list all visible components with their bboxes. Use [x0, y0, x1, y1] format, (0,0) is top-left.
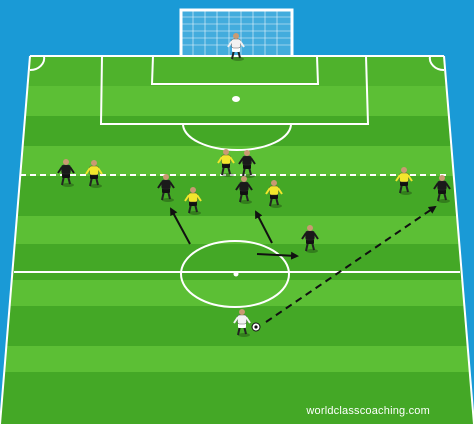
- penalty-area: [99, 55, 370, 125]
- player-dark-left-1: [57, 159, 75, 187]
- player-dark-center-2: [157, 174, 175, 202]
- pass-arrow: [265, 205, 437, 323]
- run-arrow-1: [170, 207, 191, 245]
- player-dark-center-1: [238, 150, 256, 178]
- player-white-passer: [233, 309, 251, 337]
- goal-area: [150, 55, 320, 85]
- player-yellow-center-3: [265, 180, 283, 208]
- player-dark-runner: [301, 225, 319, 253]
- movement-arrows: [170, 205, 437, 323]
- center-spot: [233, 271, 239, 277]
- player-yellow-center-1: [217, 149, 235, 177]
- credit-text: worldclasscoaching.com: [306, 405, 430, 417]
- ball: [251, 322, 261, 332]
- pitch-lines: [0, 55, 474, 424]
- grass: [0, 56, 474, 424]
- player-yellow-center-2: [184, 187, 202, 215]
- center-circle: [180, 240, 290, 308]
- player-goalkeeper: [227, 33, 245, 61]
- penalty-spot: [232, 96, 240, 102]
- player-dark-center-3: [235, 176, 253, 204]
- left-touchline: [0, 55, 31, 424]
- right-touchline: [443, 55, 474, 424]
- player-yellow-left-1: [85, 160, 103, 188]
- corner-arc-left: [29, 55, 46, 72]
- player-dark-right-1: [433, 175, 451, 203]
- player-yellow-right-1: [395, 167, 413, 195]
- penalty-arc: [182, 123, 292, 151]
- run-arrow-2: [255, 210, 273, 244]
- corner-arc-right: [428, 55, 445, 72]
- run-arrow-3: [256, 251, 299, 260]
- players: [57, 33, 451, 337]
